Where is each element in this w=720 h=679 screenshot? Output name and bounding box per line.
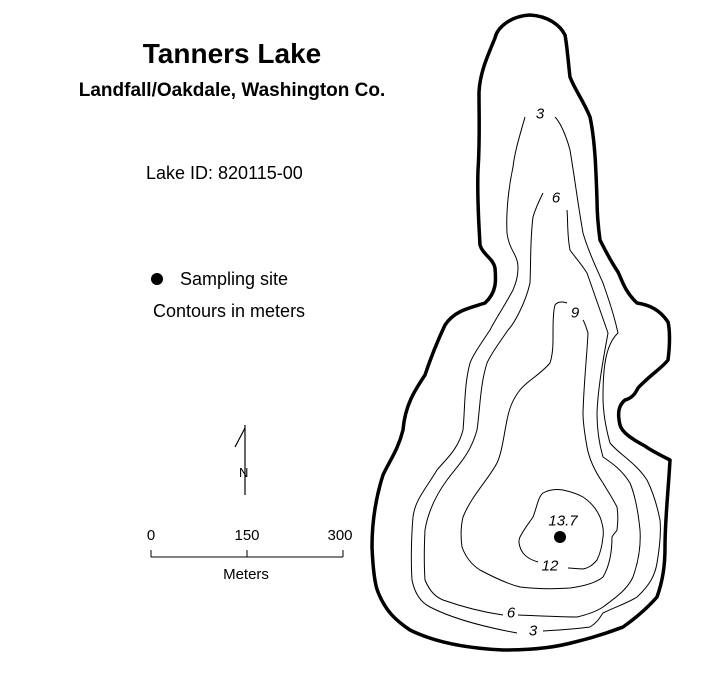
north-arrow-icon	[234, 425, 246, 495]
scale-bar	[150, 550, 344, 558]
scale-tick-label: 0	[146, 527, 156, 544]
contour-label: 9	[570, 304, 580, 322]
map-subtitle: Landfall/Oakdale, Washington Co.	[78, 80, 386, 101]
shoreline	[370, 13, 672, 652]
scale-tick-label: 300	[327, 527, 353, 544]
contour-label: 3	[528, 622, 538, 640]
contour-12	[518, 488, 604, 570]
contour-label: 3	[535, 105, 545, 123]
contour-label: 12	[541, 557, 559, 575]
lake-id: Lake ID: 820115-00	[146, 163, 303, 183]
sampling-site-marker	[554, 531, 566, 543]
max-depth-label: 13.7	[548, 512, 578, 530]
scale-unit: Meters	[223, 566, 269, 583]
scale-tick-label: 150	[234, 527, 260, 544]
contour-3	[410, 116, 661, 634]
north-label: N	[239, 465, 249, 480]
legend-contours: Contours in meters	[153, 301, 306, 321]
contour-9	[460, 301, 619, 590]
legend-sampling-site: Sampling site	[180, 269, 289, 289]
contour-label: 6	[551, 189, 561, 207]
contour-label: 6	[506, 604, 516, 622]
contour-6	[423, 192, 641, 618]
map-title: Tanners Lake	[142, 38, 322, 69]
contour-lines	[410, 116, 661, 634]
legend-sampling-site-icon	[151, 273, 163, 285]
